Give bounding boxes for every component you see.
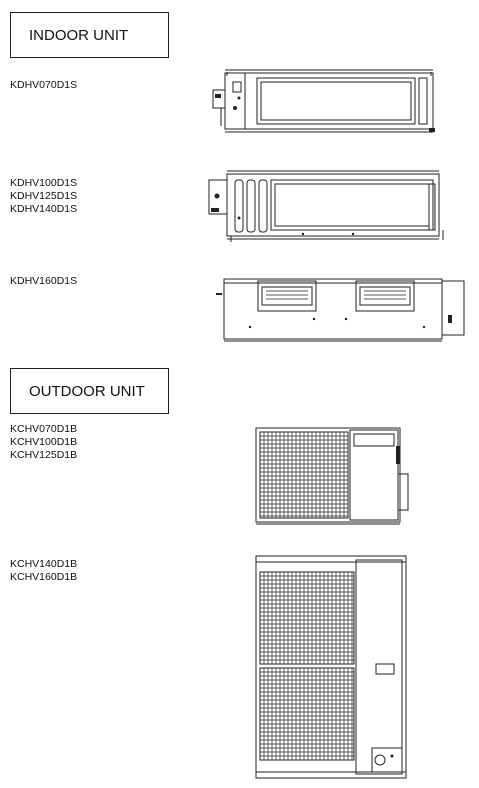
model-label: KDHV100D1S	[10, 177, 78, 189]
indoor-model-list-3: KDHV160D1S	[10, 275, 77, 288]
outdoor-model-list-2: KCHV140D1B KCHV160D1B	[10, 558, 77, 584]
outdoor-unit-double-fan-icon	[255, 555, 407, 779]
model-label: KCHV140D1B	[10, 558, 78, 570]
model-label: KDHV125D1S	[10, 190, 78, 202]
outdoor-unit-single-fan-icon	[255, 427, 409, 525]
model-label: KDHV160D1S	[10, 275, 78, 287]
model-label: KCHV100D1B	[10, 436, 78, 448]
ducted-indoor-unit-medium-icon	[208, 170, 444, 242]
model-label: KDHV070D1S	[10, 79, 78, 91]
model-label: KDHV140D1S	[10, 203, 78, 215]
model-label: KCHV160D1B	[10, 571, 78, 583]
indoor-model-list-1: KDHV070D1S	[10, 79, 77, 92]
outdoor-model-list-1: KCHV070D1B KCHV100D1B KCHV125D1B	[10, 423, 77, 462]
indoor-model-list-2: KDHV100D1S KDHV125D1S KDHV140D1S	[10, 177, 77, 216]
outdoor-unit-heading: OUTDOOR UNIT	[10, 368, 169, 414]
ducted-indoor-unit-small-icon	[212, 69, 435, 133]
model-label: KCHV125D1B	[10, 449, 78, 461]
model-label: KCHV070D1B	[10, 423, 78, 435]
indoor-unit-heading: INDOOR UNIT	[10, 12, 169, 58]
ducted-indoor-unit-large-icon	[216, 278, 465, 342]
